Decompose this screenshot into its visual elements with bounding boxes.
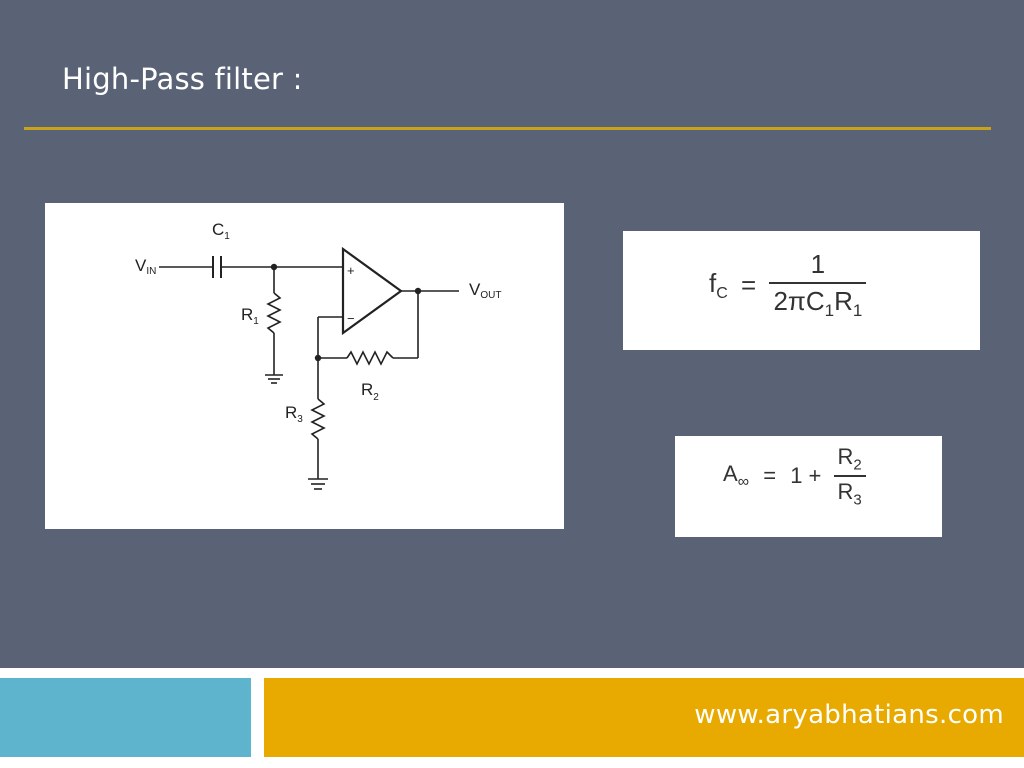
label-r2: R2 — [361, 380, 379, 403]
formula-gain-numerator: R2 — [833, 444, 866, 478]
label-r1: R1 — [241, 305, 259, 327]
cutoff-frequency-formula-panel: fC = 1 2πC1R1 — [623, 231, 980, 350]
formula-gain-lhs: A∞ — [723, 461, 750, 491]
formula-gain-fraction: R2 R3 — [833, 444, 866, 509]
formula-fc-lhs: fC — [709, 267, 728, 302]
op-amp-triangle — [341, 246, 403, 336]
resistor-r1 — [266, 292, 282, 334]
slide-background: High-Pass filter : — [0, 0, 1024, 668]
footer-accent-block — [0, 678, 251, 757]
formula-gain-one-plus: 1 + — [790, 463, 822, 489]
slide-title: High-Pass filter : — [62, 62, 303, 96]
gain-formula-panel: A∞ = 1 + R2 R3 — [675, 436, 942, 537]
circuit-diagram-panel: VIN C1 R1 R2 R3 VOUT + − — [45, 203, 564, 529]
junction-input-node — [270, 263, 278, 271]
formula-gain-denominator: R3 — [837, 479, 862, 509]
high-pass-filter-circuit: VIN C1 R1 R2 R3 VOUT + − — [135, 220, 501, 490]
cutoff-frequency-formula: fC = 1 2πC1R1 — [709, 249, 867, 321]
op-amp-plus-sign: + — [347, 263, 355, 278]
resistor-r3 — [310, 398, 326, 440]
gain-formula: A∞ = 1 + R2 R3 — [723, 444, 866, 509]
label-v-out: VOUT — [469, 280, 501, 301]
footer-bar: www.aryabhatians.com — [264, 678, 1024, 757]
label-v-in: VIN — [135, 256, 156, 277]
formula-fc-equals: = — [741, 269, 757, 300]
junction-output-node — [414, 287, 422, 295]
formula-gain-equals: = — [763, 463, 777, 489]
label-r3: R3 — [285, 403, 303, 425]
formula-fc-numerator: 1 — [769, 249, 867, 284]
junction-feedback-node — [314, 354, 322, 362]
resistor-r2 — [346, 350, 394, 366]
formula-fc-fraction: 1 2πC1R1 — [769, 249, 867, 321]
op-amp-minus-sign: − — [347, 311, 355, 326]
footer-website-url: www.aryabhatians.com — [694, 700, 1004, 730]
label-c1: C1 — [212, 220, 230, 242]
title-underline — [24, 127, 991, 130]
formula-fc-denominator: 2πC1R1 — [773, 286, 863, 321]
